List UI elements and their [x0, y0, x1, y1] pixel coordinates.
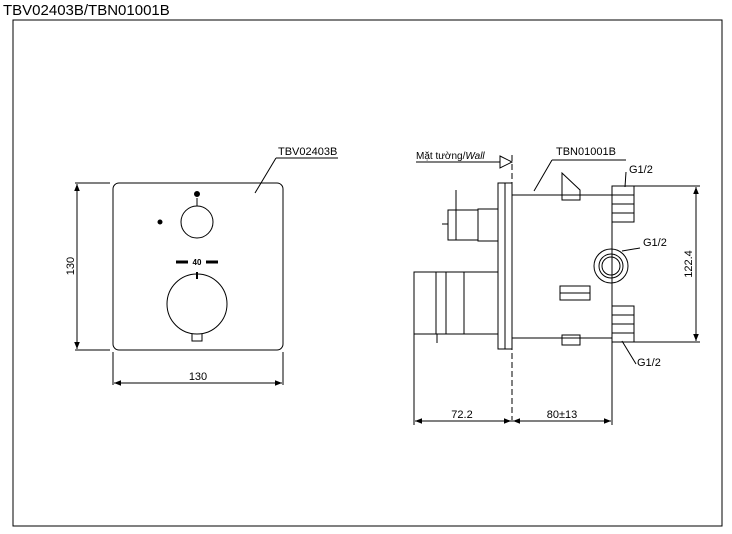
front-height-dim: 130 [65, 257, 77, 275]
wall-label: Mặt tường/Wall [416, 151, 485, 162]
connection-bottom-label: G1/2 [637, 357, 661, 369]
drawing-frame [12, 19, 723, 527]
protrusion-dim: 72.2 [451, 409, 472, 421]
cover-plate [112, 182, 284, 351]
side-height-dim: 122.4 [683, 250, 695, 278]
front-part-label: TBV02403B [278, 146, 337, 158]
connection-top-label: G1/2 [629, 164, 653, 176]
handle-mark-dot [194, 191, 200, 197]
connection-middle-label: G1/2 [643, 237, 667, 249]
flow-handle [180, 205, 214, 239]
indicator-dot [157, 219, 163, 225]
front-width-dim: 130 [189, 371, 207, 383]
valve-body [512, 194, 613, 339]
thermostat-handle [166, 273, 228, 335]
middle-port [593, 248, 629, 284]
front-view [74, 157, 338, 386]
dial-mark-text: 40 [193, 258, 202, 267]
side-view [413, 155, 700, 425]
drawing-title: TBV02403B/TBN01001B [3, 2, 170, 19]
depth-dim: 80±13 [547, 409, 578, 421]
side-body-label: TBN01001B [556, 146, 616, 158]
